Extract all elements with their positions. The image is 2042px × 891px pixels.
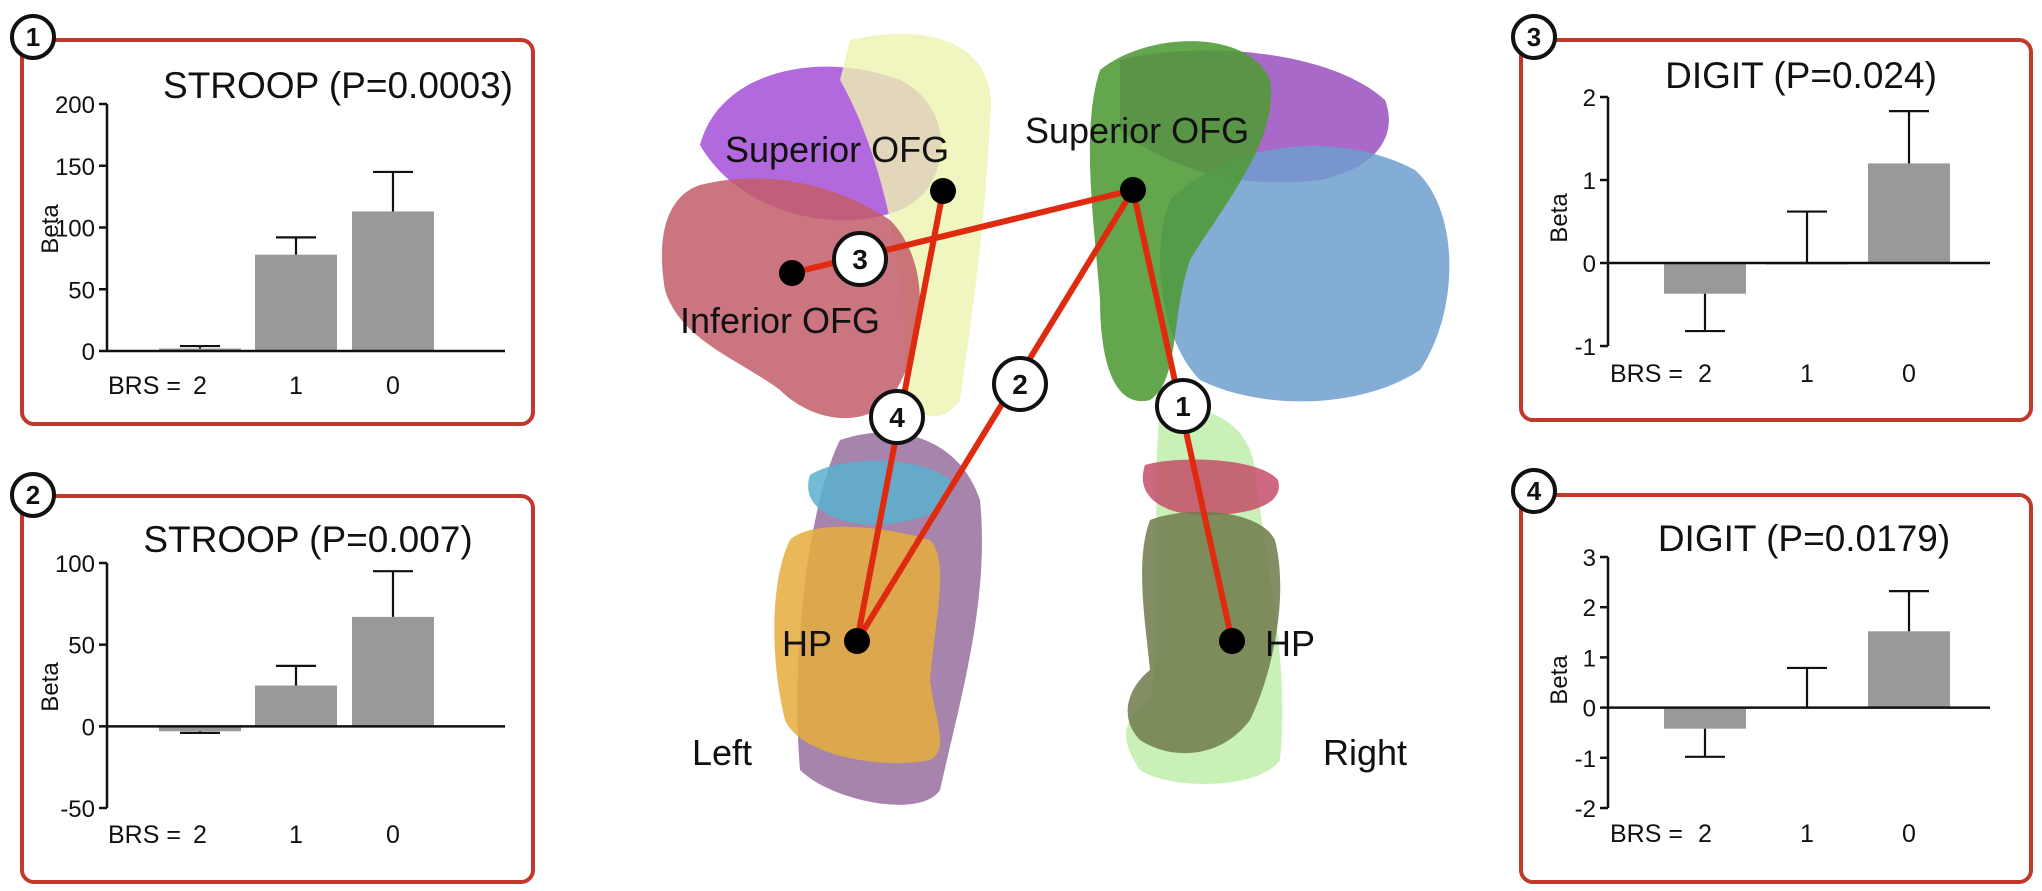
category-label: 0 (1902, 820, 1916, 848)
category-label: 1 (289, 372, 303, 400)
right-red-region (1142, 459, 1279, 515)
category-label: 0 (386, 821, 400, 849)
left-blue-region (808, 460, 952, 525)
bar (159, 726, 241, 732)
node-superior-ofg-left (930, 178, 956, 204)
connection-badge-1: 1 (1155, 378, 1211, 434)
bar (255, 254, 337, 351)
left-yellow-region (840, 33, 992, 417)
y-tick-label: -1 (1575, 334, 1596, 361)
label-inferior-ofg: Inferior OFG (680, 300, 880, 341)
y-tick-label: 2 (1583, 595, 1596, 622)
y-tick-label: 1 (1583, 168, 1596, 195)
right-blue-region (1160, 146, 1450, 402)
bar (352, 211, 434, 351)
y-axis-label: Beta (1546, 655, 1573, 705)
connection-badge-2: 2 (992, 356, 1048, 412)
y-tick-label: 0 (82, 339, 95, 366)
label-superior-ofg-left: Superior OFG (725, 129, 949, 170)
brs-label: BRS = (1610, 820, 1683, 848)
svg-text:4: 4 (889, 402, 905, 433)
node-inferior-ofg (779, 260, 805, 286)
bar (1868, 163, 1950, 263)
chart-title: DIGIT (P=0.024) (1665, 55, 1937, 96)
y-axis-label: Beta (1546, 193, 1573, 243)
category-label: 2 (1698, 360, 1712, 388)
svg-text:1: 1 (1175, 391, 1191, 422)
panel-badge-3: 3 (1511, 14, 1557, 60)
category-label: 1 (289, 821, 303, 849)
brs-label: BRS = (1610, 360, 1683, 388)
y-tick-label: 0 (82, 714, 95, 741)
y-tick-label: 150 (55, 154, 95, 181)
bar (255, 685, 337, 727)
connection-badge-4: 4 (869, 389, 925, 445)
category-label: 1 (1800, 820, 1814, 848)
panel-badge-4: 4 (1511, 468, 1557, 514)
y-tick-label: 1 (1583, 645, 1596, 672)
brs-label: BRS = (108, 372, 181, 400)
category-label: 2 (193, 372, 207, 400)
panel-badge-2: 2 (10, 472, 56, 518)
y-tick-label: 0 (1583, 696, 1596, 723)
brs-label: BRS = (108, 821, 181, 849)
region-labels: Superior OFG Superior OFG Inferior OFG H… (680, 110, 1407, 773)
node-dots (779, 177, 1245, 654)
category-label: 0 (1902, 360, 1916, 388)
y-tick-label: 50 (68, 633, 95, 660)
y-tick-label: -1 (1575, 746, 1596, 773)
node-hp-right (1219, 628, 1245, 654)
label-superior-ofg-right: Superior OFG (1025, 110, 1249, 151)
node-hp-left (844, 628, 870, 654)
svg-text:2: 2 (1012, 369, 1028, 400)
bar (352, 616, 434, 727)
panel-badge-1: 1 (10, 14, 56, 60)
chart-title: STROOP (P=0.0003) (163, 65, 513, 106)
y-tick-label: 3 (1583, 545, 1596, 572)
y-tick-label: 100 (55, 216, 95, 243)
category-label: 2 (193, 821, 207, 849)
category-label: 1 (1800, 360, 1814, 388)
connection-badges: 1 2 3 4 (832, 231, 1211, 445)
chart-title: STROOP (P=0.007) (143, 519, 472, 560)
category-label: 0 (386, 372, 400, 400)
y-tick-label: 200 (55, 92, 95, 119)
svg-text:3: 3 (852, 244, 868, 275)
node-superior-ofg-right (1120, 177, 1146, 203)
left-hemisphere (661, 33, 992, 805)
label-hp-left: HP (782, 623, 832, 664)
y-tick-label: 2 (1583, 85, 1596, 112)
connection-line-2 (854, 188, 1136, 643)
right-green-region (1089, 41, 1272, 402)
bar (1868, 631, 1950, 708)
y-axis-label: Beta (37, 204, 64, 254)
bar (1664, 707, 1746, 729)
y-tick-label: -50 (60, 796, 95, 823)
y-tick-label: 0 (1583, 251, 1596, 278)
y-axis-label: Beta (37, 662, 64, 712)
bar (1664, 263, 1746, 294)
connection-badge-3: 3 (832, 231, 888, 287)
label-hp-right: HP (1265, 623, 1315, 664)
y-tick-label: 100 (55, 551, 95, 578)
label-left: Left (692, 732, 752, 773)
y-tick-label: -2 (1575, 796, 1596, 823)
right-hemisphere (1089, 41, 1450, 784)
right-hp-region (1127, 511, 1281, 754)
chart-title: DIGIT (P=0.0179) (1658, 518, 1950, 559)
label-right: Right (1323, 732, 1407, 773)
category-label: 2 (1698, 820, 1712, 848)
y-tick-label: 50 (68, 277, 95, 304)
